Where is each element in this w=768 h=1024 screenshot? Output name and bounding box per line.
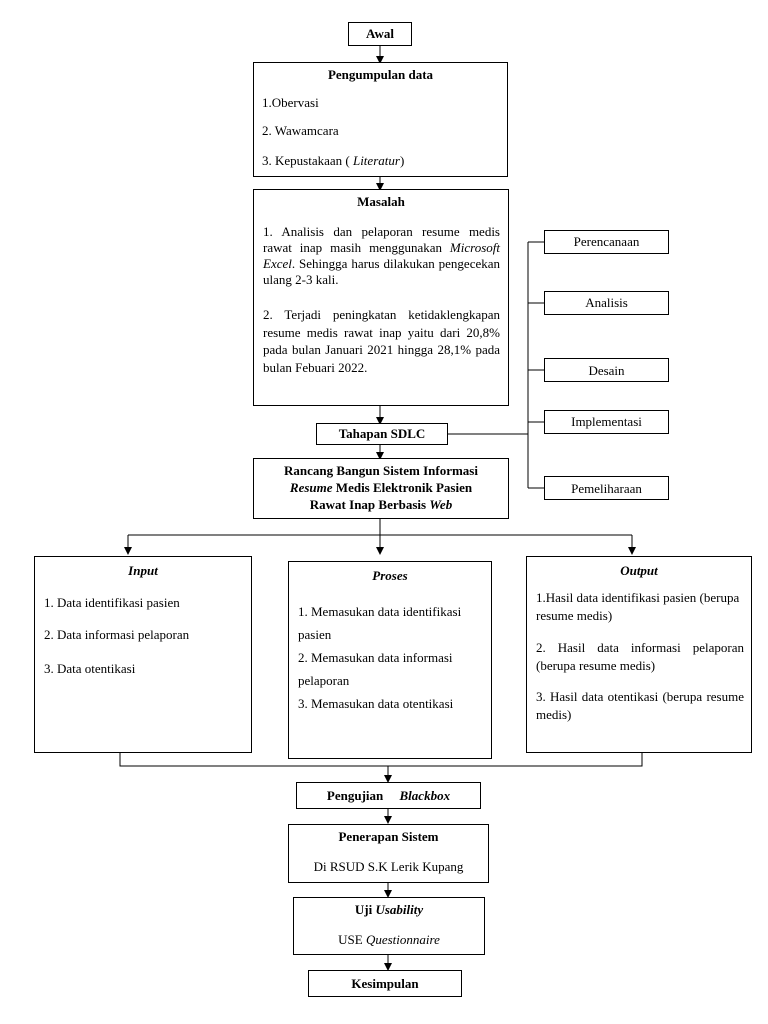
input-item-1: 1. Data identifikasi pasien xyxy=(44,595,180,610)
rancang-title: Rancang Bangun Sistem Informasi Resume M… xyxy=(284,463,478,512)
pengumpulan-item-2: 2. Wawamcara xyxy=(262,123,339,138)
penerapan-title: Penerapan Sistem xyxy=(338,829,439,844)
proses-box: Proses 1. Memasukan data identifikasi pa… xyxy=(288,561,492,759)
uji-title: Uji Usability xyxy=(354,902,424,917)
input-box: Input 1. Data identifikasi pasien 2. Dat… xyxy=(34,556,252,753)
proses-item-2: 2. Memasukan data informasi pelaporan xyxy=(298,650,453,688)
uji-box: Uji Usability USE Questionnaire xyxy=(293,897,485,955)
penerapan-sub: Di RSUD S.K Lerik Kupang xyxy=(313,859,464,874)
uji-sub: USE Questionnaire xyxy=(338,932,440,947)
sdlc-stage-pemeliharaan: Pemeliharaan xyxy=(544,476,669,500)
output-box: Output 1.Hasil data identifikasi pasien … xyxy=(526,556,752,753)
proses-title: Proses xyxy=(372,568,408,583)
input-item-3: 3. Data otentikasi xyxy=(44,661,136,676)
sdlc-box: Tahapan SDLC xyxy=(316,423,448,445)
awal-box: Awal xyxy=(348,22,412,46)
masalah-box: Masalah 1. Analisis dan pelaporan resume… xyxy=(253,189,509,406)
masalah-point-1: 1. Analisis dan pelaporan resume medis r… xyxy=(263,224,500,287)
sdlc-stage-analisis: Analisis xyxy=(544,291,669,315)
rancang-box: Rancang Bangun Sistem Informasi Resume M… xyxy=(253,458,509,519)
masalah-title: Masalah xyxy=(357,194,405,209)
merge-line xyxy=(119,753,643,767)
sdlc-label: Tahapan SDLC xyxy=(338,426,426,441)
output-title: Output xyxy=(620,563,658,578)
awal-label: Awal xyxy=(366,26,394,41)
kesimpulan-label: Kesimpulan xyxy=(351,976,419,991)
pengumpulan-item-1: 1.Obervasi xyxy=(262,95,319,110)
pengumpulan-box: Pengumpulan data 1.Obervasi 2. Wawamcara… xyxy=(253,62,508,177)
masalah-point-2: 2. Terjadi peningkatan ketidaklengkapan … xyxy=(263,307,500,375)
proses-item-3: 3. Memasukan data otentikasi xyxy=(298,696,454,711)
pengujian-box: Pengujian Blackbox xyxy=(296,782,481,809)
proses-item-1: 1. Memasukan data identifikasi pasien xyxy=(298,604,462,642)
input-item-2: 2. Data informasi pelaporan xyxy=(44,627,190,642)
output-item-2: 2. Hasil data informasi pelaporan (berup… xyxy=(536,640,744,673)
output-item-3: 3. Hasil data otentikasi (berupa resume … xyxy=(536,689,744,722)
sdlc-stage-implementasi: Implementasi xyxy=(544,410,669,434)
penerapan-box: Penerapan Sistem Di RSUD S.K Lerik Kupan… xyxy=(288,824,489,883)
output-item-1: 1.Hasil data identifikasi pasien (berupa… xyxy=(536,590,740,623)
pengumpulan-item-3: 3. Kepustakaan ( Literatur) xyxy=(262,153,405,168)
kesimpulan-box: Kesimpulan xyxy=(308,970,462,997)
sdlc-stage-desain: Desain xyxy=(544,358,669,382)
pengumpulan-title: Pengumpulan data xyxy=(327,67,434,82)
pengujian-label: Pengujian Blackbox xyxy=(326,788,451,803)
sdlc-stage-perencanaan: Perencanaan xyxy=(544,230,669,254)
input-title: Input xyxy=(128,563,158,578)
